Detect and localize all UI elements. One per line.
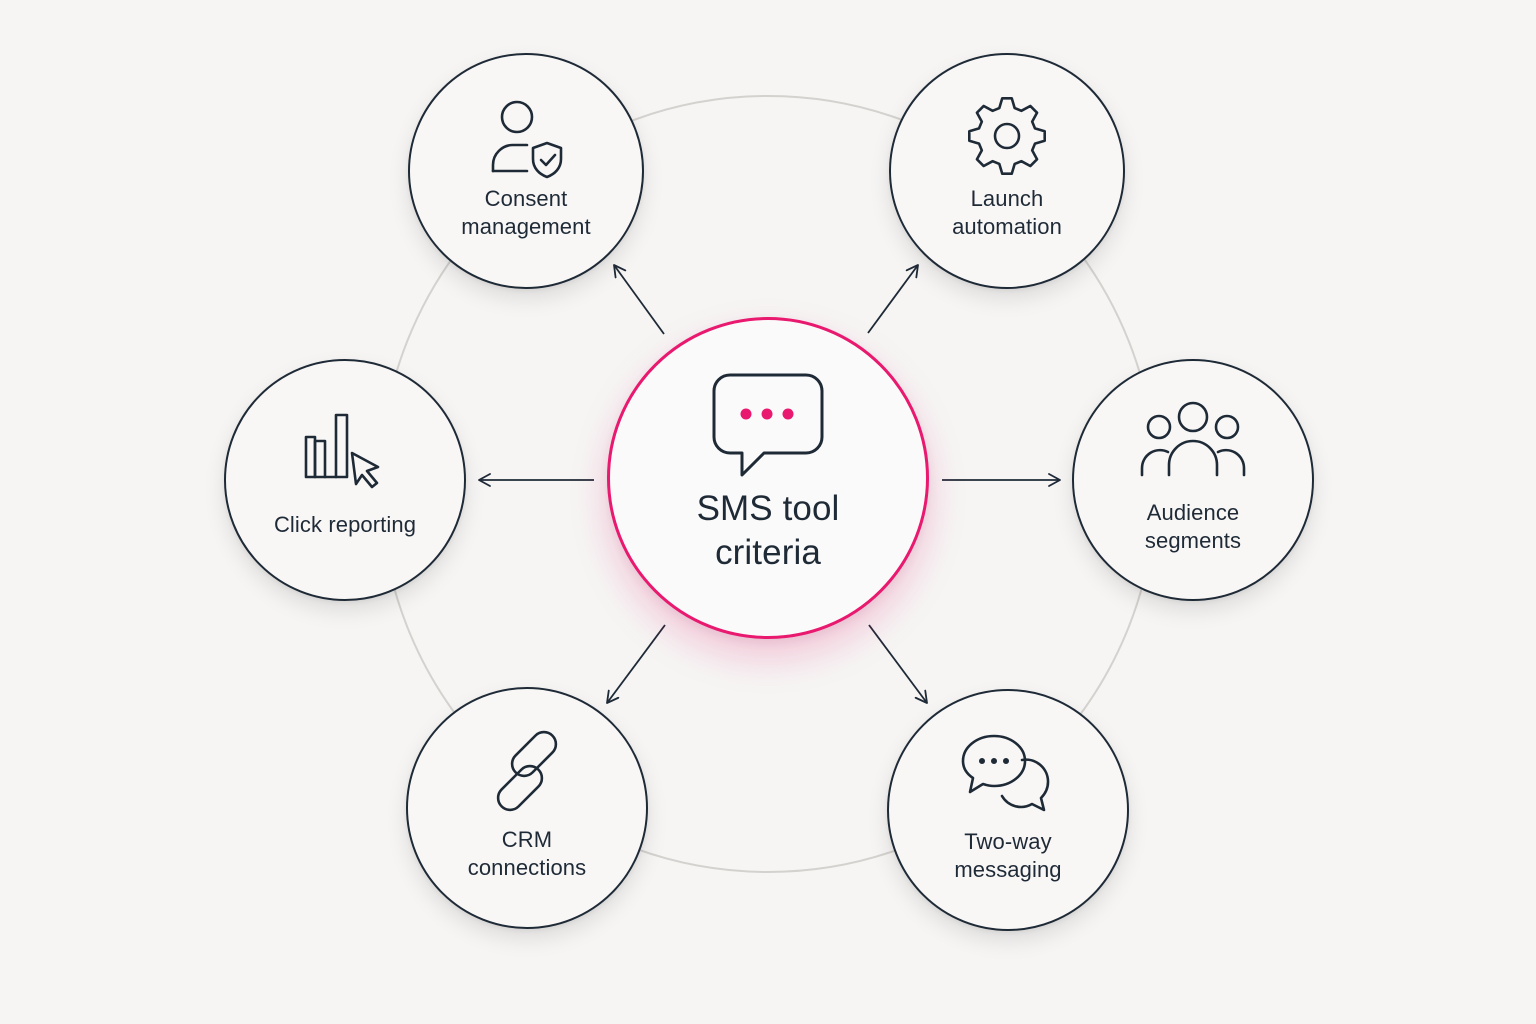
user-shield-icon bbox=[491, 100, 563, 179]
click-label-line1: Click reporting bbox=[273, 512, 417, 537]
chat-bubble-icon bbox=[712, 373, 824, 477]
arrow-to-consent bbox=[613, 264, 665, 335]
arrow-to-crm bbox=[606, 624, 666, 704]
consent-label-line2: management bbox=[461, 214, 591, 239]
audience-label-line2: segments bbox=[1144, 528, 1242, 553]
link-icon bbox=[496, 730, 558, 812]
launch-label-line2: automation bbox=[952, 214, 1062, 239]
arrow-to-launch bbox=[867, 264, 919, 334]
arrow-to-twoway bbox=[868, 624, 928, 704]
node-consent-management: Consent management bbox=[408, 53, 644, 289]
twoway-label-line1: Two-way bbox=[964, 829, 1052, 854]
bar-chart-cursor-icon bbox=[304, 413, 380, 489]
node-crm-connections: CRM connections bbox=[406, 687, 648, 929]
hub-node: SMS tool criteria bbox=[607, 317, 929, 639]
crm-label-line1: CRM bbox=[501, 827, 553, 852]
node-launch-automation: Launch automation bbox=[889, 53, 1125, 289]
node-audience-segments: Audience segments bbox=[1072, 359, 1314, 601]
crm-label-line2: connections bbox=[467, 855, 587, 880]
hub-label-line2: criteria bbox=[715, 533, 821, 572]
consent-label-line1: Consent bbox=[484, 186, 568, 211]
group-icon bbox=[1140, 401, 1246, 477]
audience-label-line1: Audience bbox=[1146, 500, 1240, 525]
chat-bubbles-icon bbox=[961, 734, 1050, 812]
hub-label-line1: SMS tool bbox=[696, 489, 840, 528]
twoway-label-line2: messaging bbox=[954, 857, 1062, 882]
node-two-way-messaging: Two-way messaging bbox=[887, 689, 1129, 931]
gear-icon bbox=[968, 97, 1046, 175]
node-click-reporting: Click reporting bbox=[224, 359, 466, 601]
launch-label-line1: Launch bbox=[970, 186, 1044, 211]
